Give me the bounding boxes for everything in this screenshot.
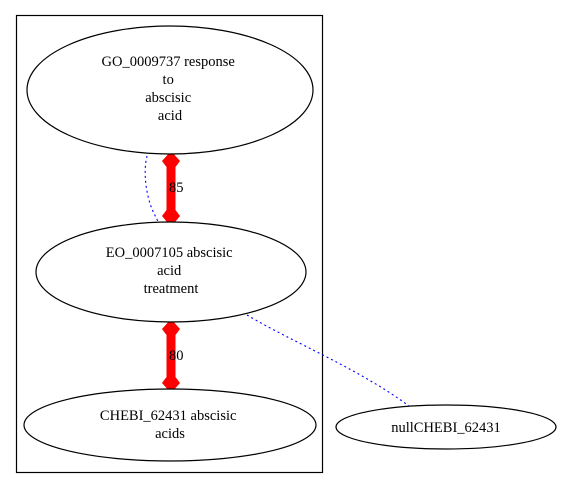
node-null-chebi-62431-label: nullCHEBI_62431 [391,420,501,436]
node-go-0009737-label: GO_0009737 response to abscisic acid [102,54,239,124]
node-go-0009737-shape [26,25,314,155]
edge-go-to-eo-head-top [162,151,180,173]
node-null-chebi-62431-line-1: nullCHEBI_62431 [391,420,501,436]
node-eo-0007105-line-2: acid [157,263,182,279]
node-null-chebi-62431[interactable]: nullCHEBI_62431 [335,404,557,450]
node-go-0009737-line-2: to [163,72,174,88]
node-go-0009737-line-3: abscisic [145,90,191,106]
node-chebi-62431-shape [23,388,317,462]
node-eo-0007105[interactable]: EO_0007105 abscisic acid treatment [35,221,307,323]
node-chebi-62431-line-1: CHEBI_62431 abscisic [100,408,237,424]
node-eo-0007105-line-3: treatment [144,281,199,297]
node-go-0009737-line-1: GO_0009737 response [102,54,235,70]
edge-eo-to-null-dotted [246,314,414,410]
cluster-box [15,14,324,474]
node-go-0009737[interactable]: GO_0009737 response to abscisic acid [26,25,314,155]
node-chebi-62431[interactable]: CHEBI_62431 abscisic acids [23,388,317,462]
edge-go-to-eo [162,151,180,227]
edge-go-to-eo-head-bottom [162,204,180,227]
edge-label-go-to-eo: 85 [169,180,184,196]
node-null-chebi-62431-shape [335,404,557,450]
node-chebi-62431-label: CHEBI_62431 abscisic acids [100,408,240,442]
node-chebi-62431-line-2: acids [155,426,185,442]
node-eo-0007105-shape [35,221,307,323]
node-go-0009737-line-4: acid [158,108,183,124]
edge-eo-to-chebi [162,319,180,393]
edge-go-to-eo-dotted [144,155,161,227]
edge-eo-to-chebi-head-bottom [162,371,180,393]
node-eo-0007105-label: EO_0007105 abscisic acid treatment [106,245,236,297]
edge-label-eo-to-chebi: 80 [169,348,184,364]
node-eo-0007105-line-1: EO_0007105 abscisic [106,245,233,261]
edge-eo-to-chebi-head-top [162,319,180,341]
